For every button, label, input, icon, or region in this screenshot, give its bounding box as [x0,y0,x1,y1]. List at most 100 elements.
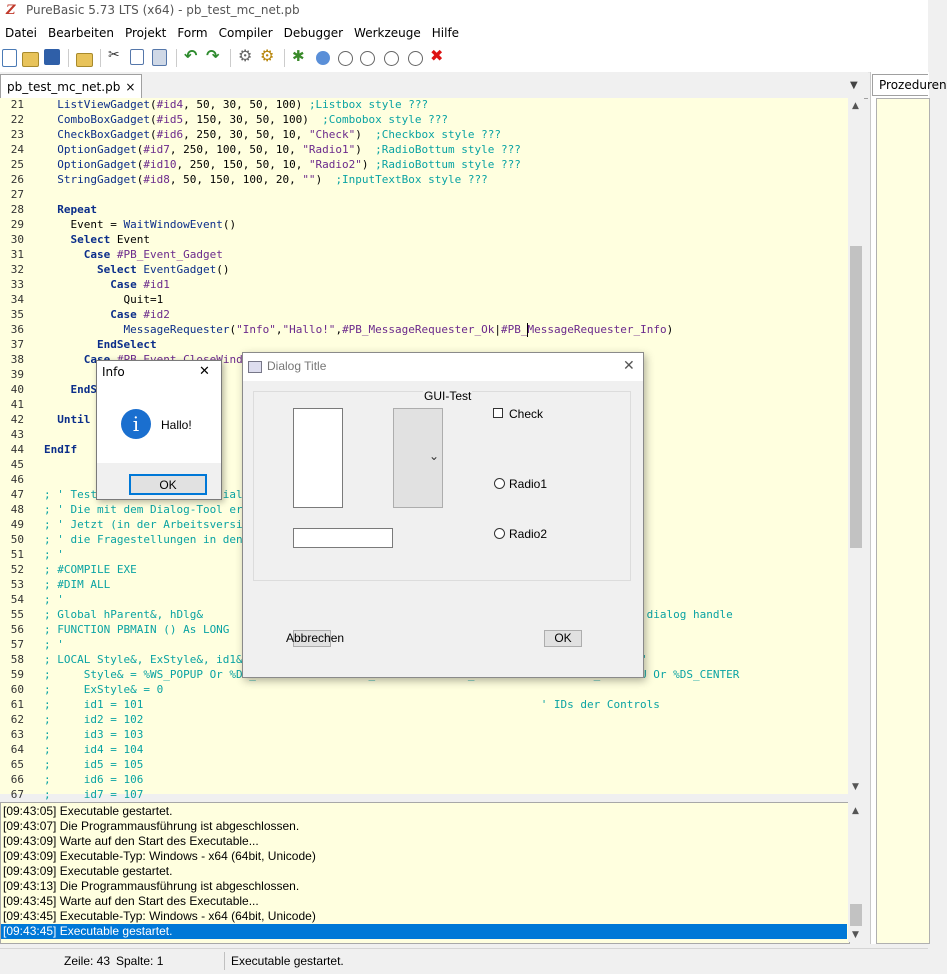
line-number: 24 [10,143,24,156]
code-line: EndSelect [96,338,157,351]
log-scroll-up-icon[interactable]: ▲ [852,806,859,816]
step-icon[interactable] [360,51,375,66]
code-line: ; id7 = 107 [44,788,144,801]
line-number: 65 [10,758,24,771]
compiler-log[interactable]: [09:43:05] Executable gestartet.[09:43:0… [0,802,850,944]
log-line[interactable]: [09:43:13] Die Programmausführung ist ab… [3,879,300,893]
code-line: ; id4 = 104 [44,743,144,756]
menu-datei[interactable]: Datei [5,26,38,40]
cut-icon[interactable]: ✂ [108,47,120,63]
ok-button[interactable]: OK [129,474,207,495]
log-line[interactable]: [09:43:45] Executable-Typ: Windows - x64… [3,909,316,923]
continue-icon[interactable] [338,51,353,66]
code-line: ; ' [44,638,64,651]
menu-compiler[interactable]: Compiler [218,26,273,40]
line-number: 45 [10,458,24,471]
compile-gear-icon[interactable]: ⚙ [238,46,253,65]
tab-procedures[interactable]: Prozeduren [872,74,947,96]
copy-icon[interactable] [130,49,144,65]
code-line: Case #id1 [110,278,170,291]
scroll-up-icon[interactable]: ▲ [852,101,859,111]
info-dialog-message: Hallo! [161,418,192,432]
line-number: 60 [10,683,24,696]
window-title: PureBasic 5.73 LTS (x64) - pb_test_mc_ne… [26,3,300,17]
ok-button[interactable]: OK [544,630,582,647]
window-icon [248,361,262,373]
menu-hilfe[interactable]: Hilfe [431,26,460,40]
toolbar-separator [100,49,101,67]
code-line: ; Global hParent&, hDlg& ' dialog handle [44,608,733,621]
gui-test-dialog: Dialog Title ✕ GUI-Test ⌄ Check Radio1 R… [242,352,644,678]
code-line: ; id2 = 102 [44,713,144,726]
line-number: 34 [10,293,24,306]
log-line[interactable]: [09:43:09] Executable gestartet. [3,864,173,878]
line-number: 52 [10,563,24,576]
paste-icon[interactable] [152,49,167,66]
tab-close-icon[interactable]: × [125,80,136,94]
text-cursor [527,323,528,337]
step-out-icon[interactable] [408,51,423,66]
purebasic-logo-icon: Z [6,3,16,18]
code-line: Select Event [70,233,151,246]
log-scroll-down-icon[interactable]: ▼ [852,930,859,940]
new-file-icon[interactable] [2,49,17,67]
code-line: ; ' [44,548,64,561]
radio-button-1[interactable] [494,478,505,489]
compile-run-gear-icon[interactable]: ⚙ [260,46,275,65]
radio-button-2[interactable] [494,528,505,539]
line-number: 53 [10,578,24,591]
log-scroll-thumb[interactable] [850,904,862,926]
code-line: MessageRequester("Info","Hallo!",#PB_Mes… [123,323,674,336]
close-icon[interactable]: ✕ [623,358,635,374]
redo-icon[interactable]: ↷ [206,46,220,65]
open-folder-icon[interactable] [76,53,93,67]
line-number: 46 [10,473,24,486]
log-line[interactable]: [09:43:07] Die Programmausführung ist ab… [3,819,300,833]
undo-icon[interactable]: ↶ [184,46,198,65]
info-icon: i [121,409,151,439]
tab-file[interactable]: pb_test_mc_net.pb × [0,74,143,99]
line-number: 23 [10,128,24,141]
menu-bearbeiten[interactable]: Bearbeiten [48,26,114,40]
toolbar-separator [68,49,69,67]
line-number: 62 [10,713,24,726]
code-line: Event = WaitWindowEvent() [44,218,237,231]
combo-box[interactable]: ⌄ [393,408,443,508]
log-line[interactable]: [09:43:45] Executable gestartet. [1,924,847,939]
line-number: 21 [10,98,24,111]
menu-werkzeuge[interactable]: Werkzeuge [354,26,421,40]
log-line[interactable]: [09:43:05] Executable gestartet. [3,804,173,818]
close-icon[interactable]: ✕ [199,364,210,379]
scroll-down-icon[interactable]: ▼ [852,782,859,792]
log-line[interactable]: [09:43:09] Warte auf den Start des Execu… [3,834,259,848]
code-line: ; id5 = 105 [44,758,144,771]
editor-scroll-thumb[interactable] [850,246,862,548]
save-icon[interactable] [44,49,60,65]
debug-bug-icon[interactable]: ✱ [292,47,305,65]
pause-icon[interactable] [316,51,330,65]
line-number: 67 [10,788,24,801]
line-number: 47 [10,488,24,501]
line-number: 27 [10,188,24,201]
check-box[interactable] [493,408,503,418]
kill-program-icon[interactable]: ✖ [430,46,444,65]
log-line[interactable]: [09:43:09] Executable-Typ: Windows - x64… [3,849,316,863]
code-line: ListViewGadget(#id4, 50, 30, 50, 100) ;L… [57,98,429,111]
log-line[interactable]: [09:43:45] Warte auf den Start des Execu… [3,894,259,908]
frame-label: GUI-Test [423,389,473,403]
list-view[interactable] [293,408,343,508]
line-number: 59 [10,668,24,681]
string-input[interactable] [293,528,393,548]
code-line: Case #id2 [110,308,170,321]
open-file-icon[interactable] [22,52,39,67]
tab-dropdown-icon[interactable]: ▼ [850,80,858,91]
procedure-list[interactable] [876,98,930,944]
line-number: 40 [10,383,24,396]
menu-projekt[interactable]: Projekt [124,26,167,40]
step-over-icon[interactable] [384,51,399,66]
menu-form[interactable]: Form [177,26,208,40]
cancel-button[interactable]: Abbrechen [286,630,344,647]
menu-debugger[interactable]: Debugger [283,26,344,40]
